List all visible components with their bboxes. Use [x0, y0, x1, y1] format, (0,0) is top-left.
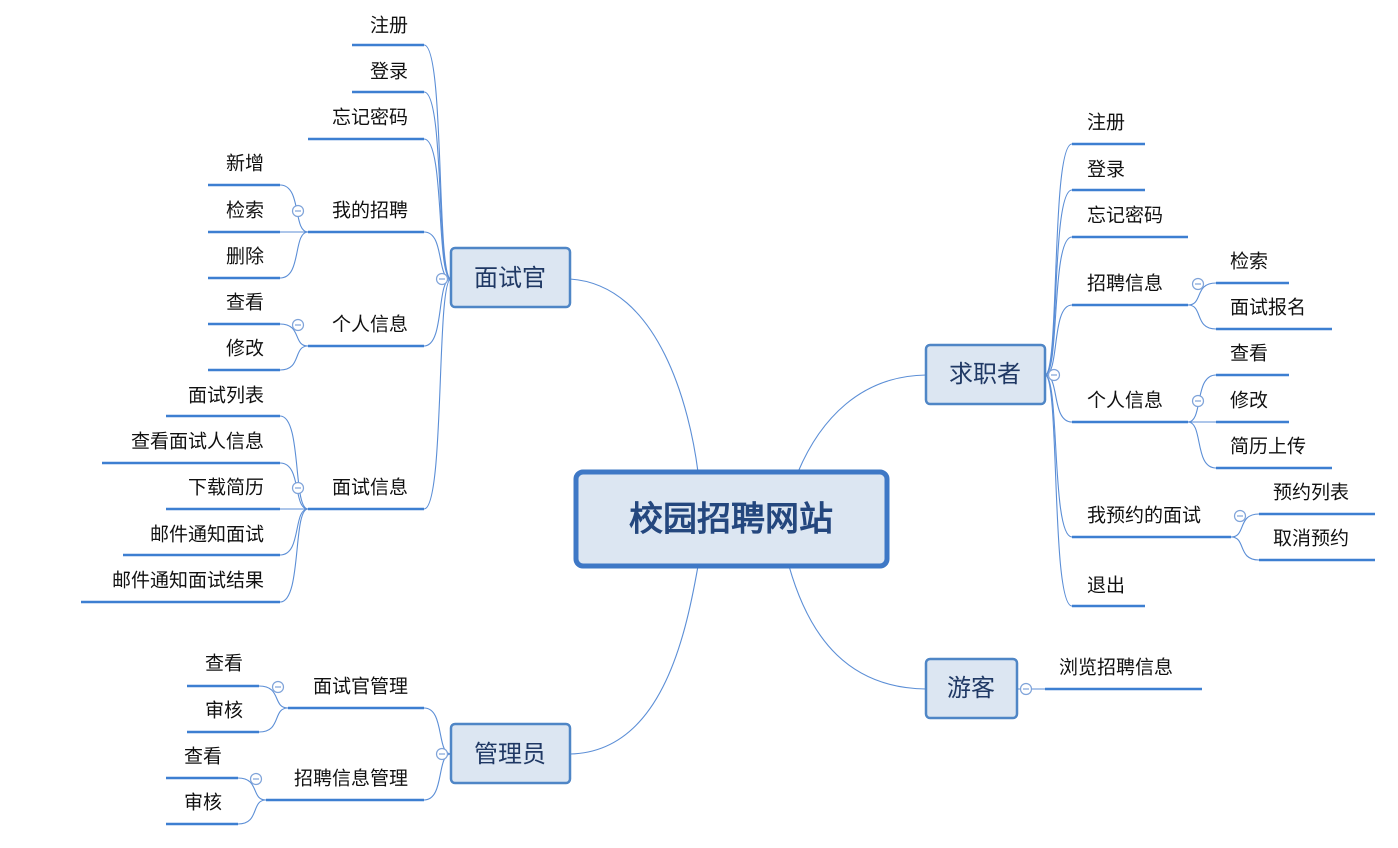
admin-interviewer-review: 审核 — [205, 700, 243, 722]
js-main-connector-0 — [1044, 143, 1073, 376]
iv-interview-connector-0 — [279, 415, 309, 510]
interviewer-personal-view: 查看 — [226, 292, 264, 314]
interviewer-personal-edit: 修改 — [226, 338, 264, 360]
js-personal-connector-2 — [1187, 421, 1217, 469]
js-recruit-connector-0 — [1187, 282, 1217, 306]
admin-recruit-view: 查看 — [184, 746, 222, 768]
js-recruit-collapse-icon — [1191, 277, 1205, 291]
jobseeker-personal-view: 查看 — [1230, 343, 1268, 365]
js-main-connector-5 — [1044, 374, 1073, 538]
appointment-cancel: 取消预约 — [1273, 528, 1349, 550]
jobseeker-logout: 退出 — [1087, 575, 1125, 597]
visitor-browse-recruit: 浏览招聘信息 — [1059, 657, 1173, 679]
jobseeker-forgot-password: 忘记密码 — [1087, 205, 1163, 227]
branch-jobseeker-label: 求职者 — [949, 360, 1021, 388]
ad-ivmgmt-connector-0 — [258, 685, 289, 709]
branch-admin-label: 管理员 — [474, 740, 546, 768]
admin-box — [449, 722, 572, 785]
jobseeker-recruit-info: 招聘信息 — [1087, 273, 1163, 295]
iv-main-connector-0 — [423, 44, 452, 280]
iv-myrecruit-connector-2 — [279, 231, 309, 279]
interviewer-my-recruit: 我的招聘 — [332, 200, 408, 222]
interview-download-resume: 下载简历 — [188, 477, 264, 499]
my-recruit-add: 新增 — [226, 153, 264, 175]
center-box — [573, 469, 890, 569]
js-main-connector-2 — [1044, 236, 1073, 376]
iv-main-connector-5 — [423, 278, 452, 510]
interviewer-forgot-password: 忘记密码 — [332, 107, 408, 129]
js-appoint-connector-0 — [1230, 513, 1260, 538]
admin-interviewer-mgmt: 面试官管理 — [313, 676, 408, 698]
my-recruit-delete: 删除 — [226, 246, 264, 268]
admin-recruit-mgmt: 招聘信息管理 — [294, 768, 408, 790]
ad-recmgmt-connector-0 — [237, 777, 267, 801]
curve-center-admin — [569, 565, 699, 755]
iv-main-connector-2 — [423, 138, 452, 280]
interviewer-collapse-icon — [435, 272, 449, 286]
curve-center-interviewer — [569, 278, 699, 473]
iv-personal-collapse-icon — [291, 318, 305, 332]
interviewer-register: 注册 — [370, 15, 408, 37]
interviewer-interview-info: 面试信息 — [332, 477, 408, 499]
js-recruit-connector-1 — [1187, 304, 1217, 330]
center-title: 校园招聘网站 — [629, 500, 833, 540]
admin-recruit-review: 审核 — [184, 792, 222, 814]
jobseeker-login: 登录 — [1087, 159, 1125, 181]
jobseeker-register: 注册 — [1087, 112, 1125, 134]
admin-interviewer-view: 查看 — [205, 653, 243, 675]
js-appoint-collapse-icon — [1233, 509, 1247, 523]
js-personal-collapse-icon — [1191, 394, 1205, 408]
branch-visitor-label: 游客 — [947, 674, 995, 702]
iv-main-connector-4 — [423, 278, 452, 347]
interview-email-result: 邮件通知面试结果 — [112, 570, 264, 592]
interviewer-personal-info: 个人信息 — [332, 314, 408, 336]
iv-personal-connector-1 — [279, 345, 309, 371]
js-main-connector-6 — [1044, 374, 1073, 607]
branch-interviewer-label: 面试官 — [474, 264, 546, 292]
curve-center-visitor — [788, 565, 927, 690]
ad-main-connector-1 — [423, 753, 452, 801]
interview-view-candidate: 查看面试人信息 — [131, 431, 264, 453]
my-recruit-collapse-icon — [291, 204, 305, 218]
jobseeker-box — [924, 343, 1047, 406]
admin-collapse-icon — [435, 747, 449, 761]
interview-list: 面试列表 — [188, 385, 264, 407]
ad-recmgmt-connector-1 — [237, 799, 267, 825]
iv-main-connector-1 — [423, 91, 452, 280]
js-main-connector-1 — [1044, 189, 1073, 376]
jobseeker-my-appointments: 我预约的面试 — [1087, 505, 1201, 527]
js-appoint-connector-1 — [1230, 536, 1260, 561]
jobseeker-recruit-search: 检索 — [1230, 251, 1268, 273]
jobseeker-resume-upload: 简历上传 — [1230, 436, 1306, 458]
iv-interview-collapse-icon — [291, 481, 305, 495]
iv-interview-connector-4 — [279, 508, 309, 603]
appointment-list: 预约列表 — [1273, 482, 1349, 504]
interviewer-box — [449, 246, 572, 309]
ad-ivmgmt-connector-1 — [258, 707, 289, 733]
jobseeker-personal-info: 个人信息 — [1087, 390, 1163, 412]
ad-recmgmt-collapse-icon — [249, 772, 263, 786]
jobseeker-collapse-icon — [1047, 368, 1061, 382]
jobseeker-personal-edit: 修改 — [1230, 390, 1268, 412]
iv-personal-connector-0 — [279, 323, 309, 347]
jobseeker-recruit-apply: 面试报名 — [1230, 297, 1306, 319]
js-main-connector-3 — [1044, 304, 1073, 376]
iv-interview-connector-3 — [279, 508, 309, 556]
curve-center-jobseeker — [797, 374, 927, 473]
ad-ivmgmt-collapse-icon — [271, 680, 285, 694]
my-recruit-search: 检索 — [226, 200, 264, 222]
interview-email-notify: 邮件通知面试 — [150, 524, 264, 546]
visitor-box — [924, 657, 1019, 720]
interviewer-login: 登录 — [370, 61, 408, 83]
ad-main-connector-0 — [423, 707, 452, 755]
visitor-collapse-icon — [1019, 682, 1033, 696]
